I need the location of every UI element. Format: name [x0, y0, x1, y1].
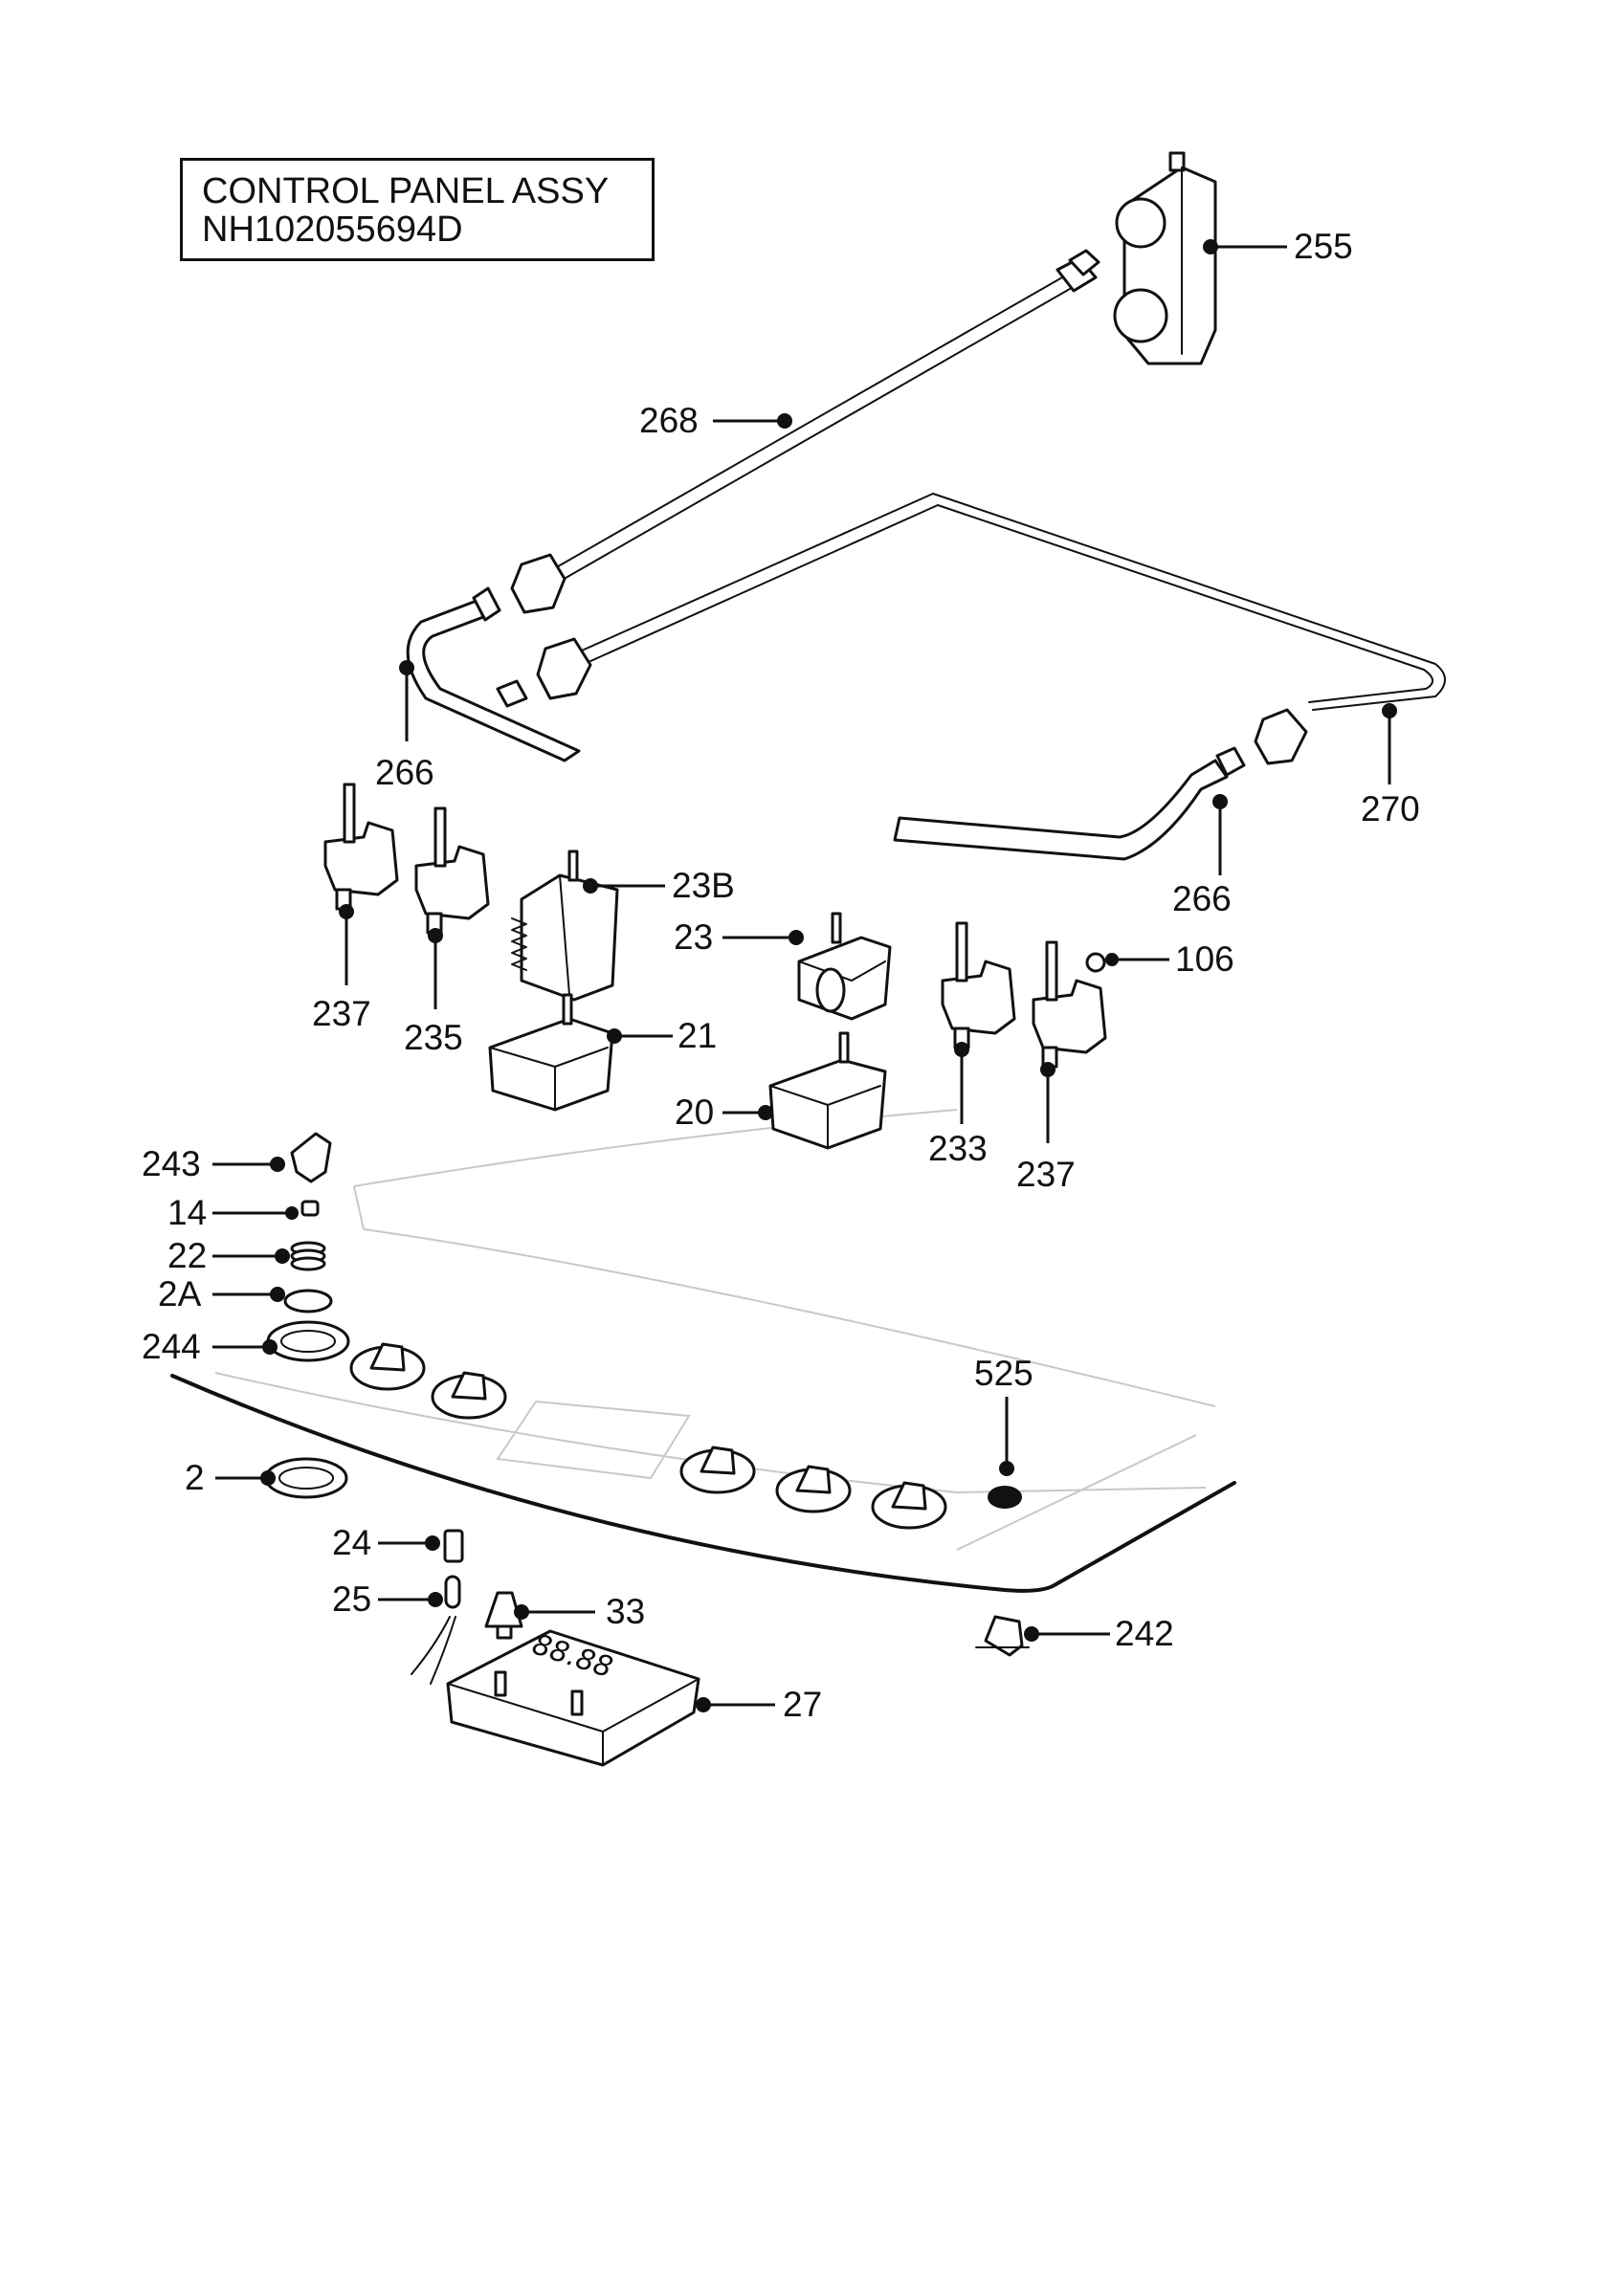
- callout-14: 14: [167, 1193, 299, 1232]
- svg-text:23: 23: [674, 917, 713, 957]
- valve-233: [941, 921, 1016, 1049]
- knob-243: [290, 1132, 332, 1183]
- callout-242: 242: [1024, 1614, 1174, 1653]
- callout-24: 24: [332, 1523, 440, 1562]
- selector-switch-23: [797, 912, 892, 1021]
- assembly-code: NH102055694D: [202, 210, 463, 250]
- spring-22: [290, 1241, 326, 1271]
- pipe-268: [510, 249, 1100, 614]
- hose-266-right: [893, 746, 1246, 861]
- pipe-270: [536, 493, 1446, 765]
- svg-text:266: 266: [375, 753, 434, 792]
- knob-on-panel-3: [679, 1446, 756, 1494]
- svg-text:237: 237: [1016, 1155, 1076, 1194]
- valve-237-left: [323, 783, 399, 911]
- svg-text:242: 242: [1115, 1614, 1174, 1653]
- knob-on-panel-2: [431, 1371, 507, 1420]
- lamp-holder-24: [443, 1529, 464, 1563]
- valve-235: [414, 806, 490, 935]
- callout-237-right: 237: [1016, 1062, 1076, 1194]
- callout-25: 25: [332, 1579, 443, 1619]
- control-panel-fascia: [170, 1109, 1236, 1593]
- callout-233: 233: [928, 1042, 988, 1168]
- callout-266-left: 266: [375, 660, 434, 792]
- assembly-title: CONTROL PANEL ASSY: [202, 171, 610, 211]
- svg-text:243: 243: [142, 1144, 201, 1183]
- callout-106: 106: [1105, 939, 1234, 979]
- svg-text:2: 2: [185, 1458, 205, 1497]
- callout-255: 255: [1203, 227, 1353, 266]
- svg-text:244: 244: [142, 1327, 201, 1366]
- bezel-244: [266, 1320, 350, 1362]
- energy-regulator-20: [768, 1031, 887, 1150]
- callout-21: 21: [607, 1016, 717, 1055]
- small-part-106: [1085, 952, 1106, 973]
- svg-text:21: 21: [678, 1016, 717, 1055]
- callout-22: 22: [167, 1236, 290, 1275]
- callout-244: 244: [142, 1327, 278, 1366]
- callout-243: 243: [142, 1144, 285, 1183]
- callout-27: 27: [696, 1685, 822, 1724]
- svg-text:106: 106: [1175, 939, 1234, 979]
- callout-23b: 23B: [583, 866, 735, 905]
- svg-text:22: 22: [167, 1236, 207, 1275]
- svg-text:20: 20: [675, 1093, 714, 1132]
- button-knob-33: [484, 1591, 523, 1640]
- hose-266-left: [406, 586, 581, 762]
- callout-268: 268: [639, 401, 792, 440]
- selector-switch-23b: [511, 850, 619, 1002]
- callout-270: 270: [1361, 703, 1420, 828]
- energy-regulator-21: [488, 993, 614, 1112]
- callout-266-right: 266: [1172, 794, 1232, 918]
- callout-20: 20: [675, 1093, 773, 1132]
- svg-text:266: 266: [1172, 879, 1232, 918]
- svg-text:27: 27: [783, 1685, 822, 1724]
- switch-242: [975, 1615, 1030, 1657]
- bezel-2: [264, 1457, 348, 1499]
- svg-text:25: 25: [332, 1579, 371, 1619]
- svg-text:525: 525: [974, 1354, 1033, 1393]
- lamp-25: [411, 1575, 461, 1685]
- callout-235: 235: [404, 928, 463, 1057]
- valve-237-right: [1032, 940, 1107, 1069]
- ring-2a: [283, 1289, 333, 1314]
- svg-text:237: 237: [312, 994, 371, 1033]
- svg-text:23B: 23B: [672, 866, 735, 905]
- callout-33: 33: [514, 1592, 645, 1631]
- svg-text:270: 270: [1361, 789, 1420, 828]
- svg-text:33: 33: [606, 1592, 645, 1631]
- svg-text:24: 24: [332, 1523, 371, 1562]
- svg-text:268: 268: [639, 401, 699, 440]
- gas-valve-255: [1113, 151, 1217, 365]
- callout-525: 525: [974, 1354, 1033, 1476]
- svg-text:14: 14: [167, 1193, 207, 1232]
- part-14: [300, 1200, 320, 1217]
- title-block: CONTROL PANEL ASSY NH102055694D: [180, 158, 655, 261]
- svg-text:233: 233: [928, 1129, 988, 1168]
- svg-text:235: 235: [404, 1018, 463, 1057]
- timer-display-27: 88.88: [446, 1627, 700, 1767]
- knob-on-panel-1: [349, 1342, 426, 1391]
- callout-23: 23: [674, 917, 804, 957]
- svg-text:2A: 2A: [158, 1274, 202, 1314]
- knob-on-panel-5: [871, 1481, 947, 1530]
- button-525: [988, 1486, 1022, 1509]
- callout-2: 2: [185, 1458, 276, 1497]
- svg-text:255: 255: [1294, 227, 1353, 266]
- knob-on-panel-4: [775, 1465, 852, 1513]
- callout-2a: 2A: [158, 1274, 285, 1314]
- callout-237-left: 237: [312, 904, 371, 1033]
